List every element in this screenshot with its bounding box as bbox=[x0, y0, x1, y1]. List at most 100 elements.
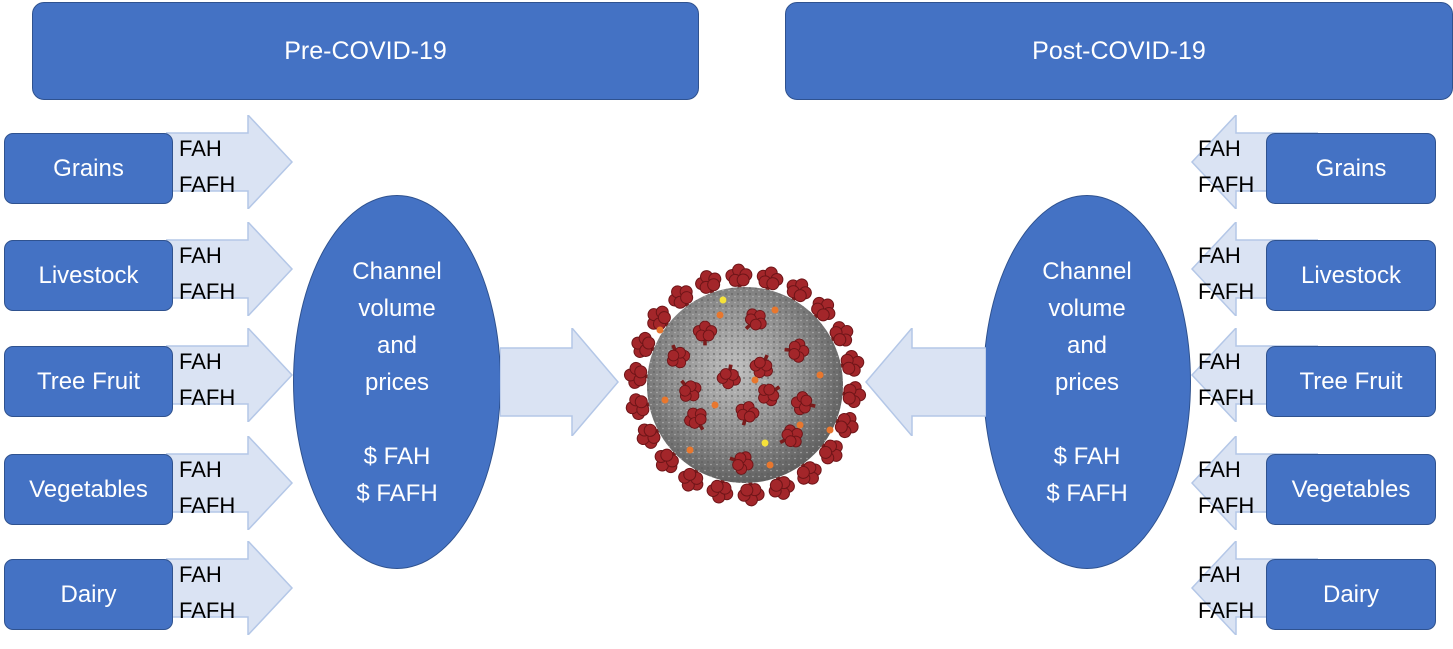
fafh-label: FAFH bbox=[1198, 385, 1255, 410]
category-label: Tree Fruit bbox=[36, 367, 141, 395]
spike-protein bbox=[636, 423, 663, 449]
post-covid-channel-labels: FAH FAFH bbox=[1198, 557, 1254, 629]
pre-covid-livestock-arrow bbox=[166, 222, 294, 316]
spike-protein bbox=[678, 465, 704, 492]
pre-covid-vegetables-arrow bbox=[166, 436, 294, 530]
price-fah-label: $ FAH bbox=[1053, 442, 1121, 470]
pre-covid-category-dairy: Dairy bbox=[4, 559, 173, 630]
spike-protein bbox=[790, 391, 816, 416]
membrane-protein bbox=[771, 306, 779, 314]
category-label: Vegetables bbox=[29, 475, 148, 503]
spike-protein bbox=[654, 448, 679, 474]
fah-label: FAH bbox=[1198, 457, 1241, 482]
category-label: Dairy bbox=[60, 580, 117, 608]
pre-covid-tree-fruit-arrow bbox=[166, 328, 294, 422]
coronavirus-icon bbox=[623, 263, 867, 507]
post-covid-category-vegetables: Vegetables bbox=[1266, 454, 1436, 525]
category-label: Tree Fruit bbox=[1299, 367, 1403, 395]
arrow-to-virus-right bbox=[500, 328, 620, 436]
post-covid-category-livestock: Livestock bbox=[1266, 240, 1436, 311]
spike-protein bbox=[716, 364, 741, 390]
spike-protein bbox=[749, 354, 773, 379]
membrane-protein bbox=[716, 311, 724, 319]
fah-label: FAH bbox=[1198, 562, 1241, 587]
fafh-label: FAFH bbox=[179, 279, 236, 304]
pre-covid-channel-labels: FAH FAFH bbox=[179, 557, 235, 629]
category-label: Grains bbox=[1315, 154, 1387, 182]
spike-protein bbox=[729, 451, 754, 475]
price-fah-label: $ FAH bbox=[363, 442, 431, 470]
membrane-protein bbox=[766, 461, 774, 469]
coronavirus-illustration bbox=[610, 250, 880, 525]
post-covid-category-tree-fruit: Tree Fruit bbox=[1266, 346, 1436, 417]
fafh-label: FAFH bbox=[1198, 279, 1255, 304]
fafh-label: FAFH bbox=[1198, 493, 1255, 518]
spike-protein bbox=[679, 379, 702, 402]
price-fafh-label: $ FAFH bbox=[356, 479, 438, 507]
category-label: Livestock bbox=[1300, 261, 1402, 289]
fafh-label: FAFH bbox=[179, 385, 236, 410]
fah-label: FAH bbox=[1198, 243, 1241, 268]
category-label: Livestock bbox=[38, 261, 139, 289]
pre-covid-category-vegetables: Vegetables bbox=[4, 454, 173, 525]
category-label: Vegetables bbox=[1291, 475, 1411, 503]
pre-covid-channel-labels: FAH FAFH bbox=[179, 452, 235, 524]
spike-protein bbox=[647, 305, 672, 331]
pre-covid-header: Pre-COVID-19 bbox=[32, 2, 699, 100]
pre-covid-category-tree-fruit: Tree Fruit bbox=[4, 346, 173, 417]
spike-protein bbox=[625, 393, 654, 421]
spike-protein bbox=[811, 296, 836, 322]
post-covid-channel-labels: FAH FAFH bbox=[1198, 238, 1254, 310]
pre-covid-category-grains: Grains bbox=[4, 133, 173, 204]
spike-protein bbox=[758, 383, 781, 407]
spike-protein bbox=[725, 263, 753, 292]
post-covid-channel-labels: FAH FAFH bbox=[1198, 344, 1254, 416]
spike-protein bbox=[735, 401, 760, 426]
spike-protein bbox=[668, 285, 694, 311]
spike-protein bbox=[666, 344, 691, 369]
channel-title: Channel volume and prices bbox=[1042, 257, 1132, 396]
spike-protein bbox=[756, 266, 784, 294]
fah-label: FAH bbox=[179, 136, 222, 161]
spike-protein bbox=[827, 321, 854, 347]
fafh-label: FAFH bbox=[1198, 172, 1255, 197]
post-covid-channel-labels: FAH FAFH bbox=[1198, 452, 1254, 524]
fah-label: FAH bbox=[179, 562, 222, 587]
post-covid-category-grains: Grains bbox=[1266, 133, 1436, 204]
post-covid-category-dairy: Dairy bbox=[1266, 559, 1436, 630]
spike-protein bbox=[623, 361, 652, 389]
membrane-protein bbox=[796, 421, 804, 429]
spike-protein bbox=[779, 424, 803, 448]
post-covid-header: Post-COVID-19 bbox=[785, 2, 1453, 100]
pre-covid-category-livestock: Livestock bbox=[4, 240, 173, 311]
fah-label: FAH bbox=[179, 349, 222, 374]
pre-covid-grains-arrow bbox=[166, 115, 294, 209]
membrane-protein bbox=[711, 401, 719, 409]
price-fafh-label: $ FAFH bbox=[1046, 479, 1128, 507]
fah-label: FAH bbox=[179, 243, 222, 268]
spike-protein bbox=[706, 476, 734, 504]
spike-protein bbox=[796, 459, 822, 485]
spike-protein bbox=[684, 407, 707, 431]
fafh-label: FAFH bbox=[179, 493, 236, 518]
spike-protein bbox=[695, 270, 722, 298]
spike-protein bbox=[831, 412, 859, 439]
pre-covid-channel-labels: FAH FAFH bbox=[179, 344, 235, 416]
arrow-to-virus-left bbox=[864, 328, 986, 436]
spike-protein bbox=[838, 381, 867, 409]
fafh-label: FAFH bbox=[179, 598, 236, 623]
membrane-protein bbox=[751, 376, 759, 384]
fah-label: FAH bbox=[1198, 136, 1241, 161]
fafh-label: FAFH bbox=[1198, 598, 1255, 623]
spike-protein bbox=[631, 331, 659, 358]
fah-label: FAH bbox=[1198, 349, 1241, 374]
spike-protein bbox=[744, 308, 767, 331]
membrane-protein bbox=[656, 326, 664, 334]
envelope-protein bbox=[719, 296, 727, 304]
post-covid-channel-ellipse: Channel volume and prices $ FAH $ FAFH bbox=[983, 195, 1191, 569]
fah-label: FAH bbox=[179, 457, 222, 482]
spike-protein bbox=[836, 349, 865, 377]
membrane-protein bbox=[826, 426, 834, 434]
channel-title: Channel volume and prices bbox=[352, 257, 442, 396]
